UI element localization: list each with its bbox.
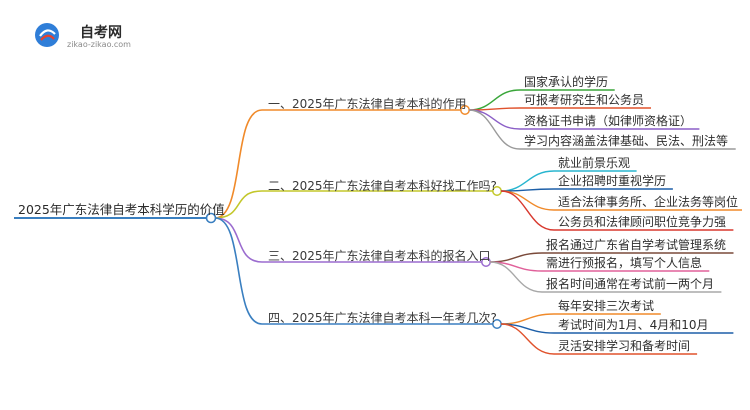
branch-connector — [214, 217, 263, 263]
branch-connector — [214, 109, 263, 219]
leaf-topic: 灵活安排学习和备考时间 — [558, 339, 691, 353]
branch-topic: 一、2025年广东法律自考本科的作用 — [268, 97, 467, 111]
root-node — [205, 212, 217, 224]
leaf-connector — [500, 170, 555, 192]
leaf-topic: 国家承认的学历 — [524, 75, 609, 89]
leaf-connector — [468, 89, 521, 111]
branch-topic: 三、2025年广东法律自考本科的报名入口 — [268, 249, 491, 263]
branch-topic: 四、2025年广东法律自考本科一年考几次? — [268, 311, 497, 325]
leaf-connector — [500, 190, 555, 231]
leaf-topic: 企业招聘时重视学历 — [558, 174, 667, 188]
leaf-connector — [468, 109, 521, 150]
leaf-topic: 需进行预报名，填写个人信息 — [546, 256, 703, 270]
branch-connector — [214, 190, 263, 219]
leaf-topic: 学习内容涵盖法律基础、民法、刑法等 — [524, 134, 729, 148]
leaf-topic: 适合法律事务所、企业法务等岗位 — [558, 195, 739, 209]
leaf-topic: 报名时间通常在考试前一两个月 — [546, 277, 715, 291]
leaf-connector — [500, 313, 555, 325]
branch-topic: 二、2025年广东法律自考本科好找工作吗? — [268, 179, 497, 193]
leaf-topic: 考试时间为1月、4月和10月 — [558, 318, 709, 332]
site-logo[interactable]: 自考网 zikao-zikao.com — [34, 18, 144, 52]
logo-icon — [35, 23, 59, 47]
leaf-connector — [500, 190, 555, 211]
leaf-topic: 公务员和法律顾问职位竞争力强 — [558, 215, 727, 229]
leaf-connector — [489, 252, 543, 263]
root-topic: 2025年广东法律自考本科学历的价值 — [18, 202, 225, 217]
logo-title: 自考网 — [80, 25, 122, 41]
leaf-topic: 资格证书申请（如律师资格证） — [524, 114, 693, 128]
leaf-connector — [489, 261, 543, 293]
leaf-topic: 可报考研究生和公务员 — [524, 93, 645, 107]
logo-subtitle: zikao-zikao.com — [67, 40, 131, 49]
leaf-topic: 报名通过广东省自学考试管理系统 — [546, 238, 727, 252]
leaf-topic: 每年安排三次考试 — [558, 299, 655, 313]
leaf-connector — [500, 323, 555, 355]
leaf-topic: 就业前景乐观 — [558, 156, 631, 170]
leaf-connector — [468, 109, 521, 130]
branch-connector — [214, 217, 263, 325]
